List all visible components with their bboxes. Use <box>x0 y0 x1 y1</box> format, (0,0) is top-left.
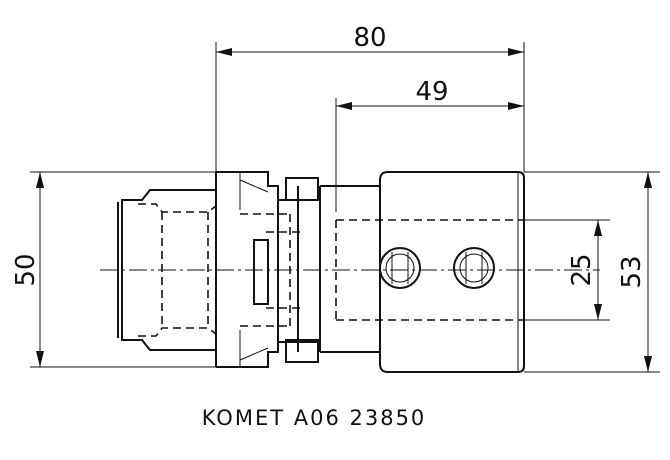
dim-label-80: 80 <box>353 23 386 53</box>
dim-label-53: 53 <box>617 255 647 288</box>
dim-label-49: 49 <box>415 77 448 107</box>
dimension-bore-depth: 49 <box>336 77 524 110</box>
part-caption: KOMET A06 23850 <box>202 406 427 430</box>
screw-hole-right <box>453 247 495 289</box>
dimension-left-diameter: 50 <box>11 172 44 367</box>
screw-hole-left <box>379 247 421 289</box>
dimension-overall-length: 80 <box>216 23 524 56</box>
hidden-features <box>138 203 524 337</box>
tool-holder-outline <box>117 171 525 373</box>
dim-label-50: 50 <box>11 253 41 286</box>
dimension-body-diameter: 53 <box>617 172 652 372</box>
extension-lines <box>30 42 660 373</box>
